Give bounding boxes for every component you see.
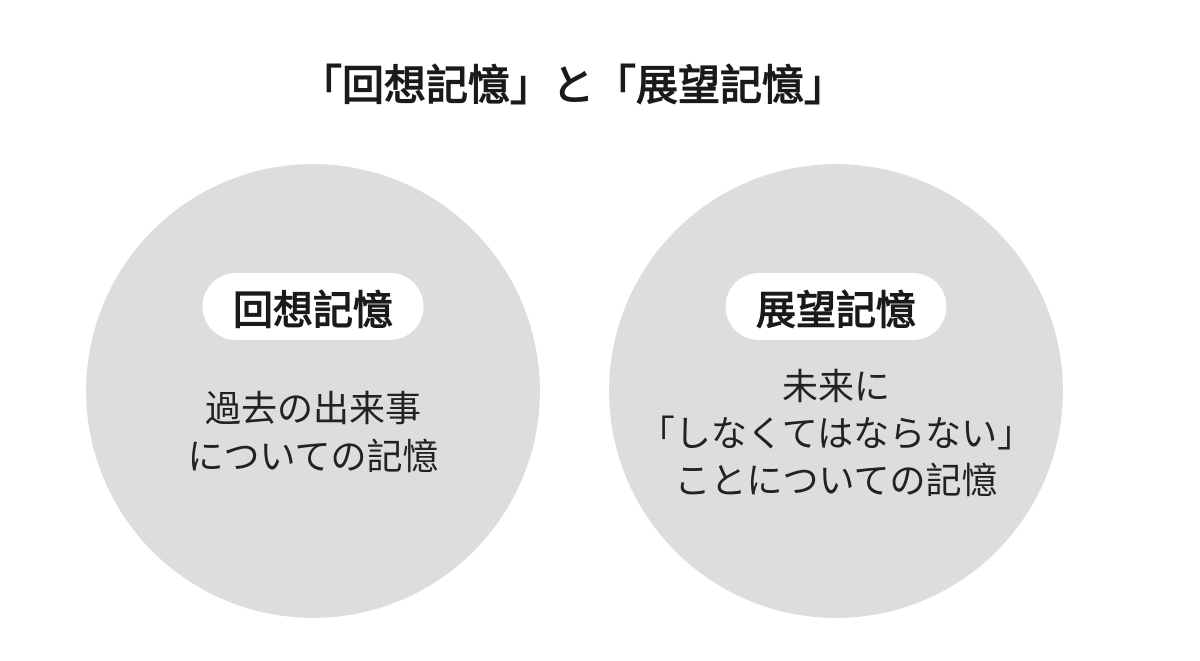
retrospective-memory-circle: 回想記憶 過去の出来事 についての記憶 bbox=[86, 164, 540, 618]
description-line: ことについての記憶 bbox=[674, 461, 998, 502]
retrospective-memory-description: 過去の出来事 についての記憶 bbox=[86, 386, 540, 482]
prospective-memory-description: 未来に 「しなくてはならない」 ことについての記憶 bbox=[609, 364, 1063, 505]
description-line: についての記憶 bbox=[187, 437, 439, 478]
prospective-memory-circle: 展望記憶 未来に 「しなくてはならない」 ことについての記憶 bbox=[609, 164, 1063, 618]
prospective-memory-label: 展望記憶 bbox=[725, 273, 947, 340]
diagram-title: 「回想記憶」と「展望記憶」 bbox=[299, 61, 846, 110]
retrospective-memory-label: 回想記憶 bbox=[202, 273, 424, 340]
description-line: 「しなくてはならない」 bbox=[638, 414, 1034, 455]
description-line: 過去の出来事 bbox=[204, 389, 421, 430]
description-line: 未来に bbox=[781, 367, 890, 408]
